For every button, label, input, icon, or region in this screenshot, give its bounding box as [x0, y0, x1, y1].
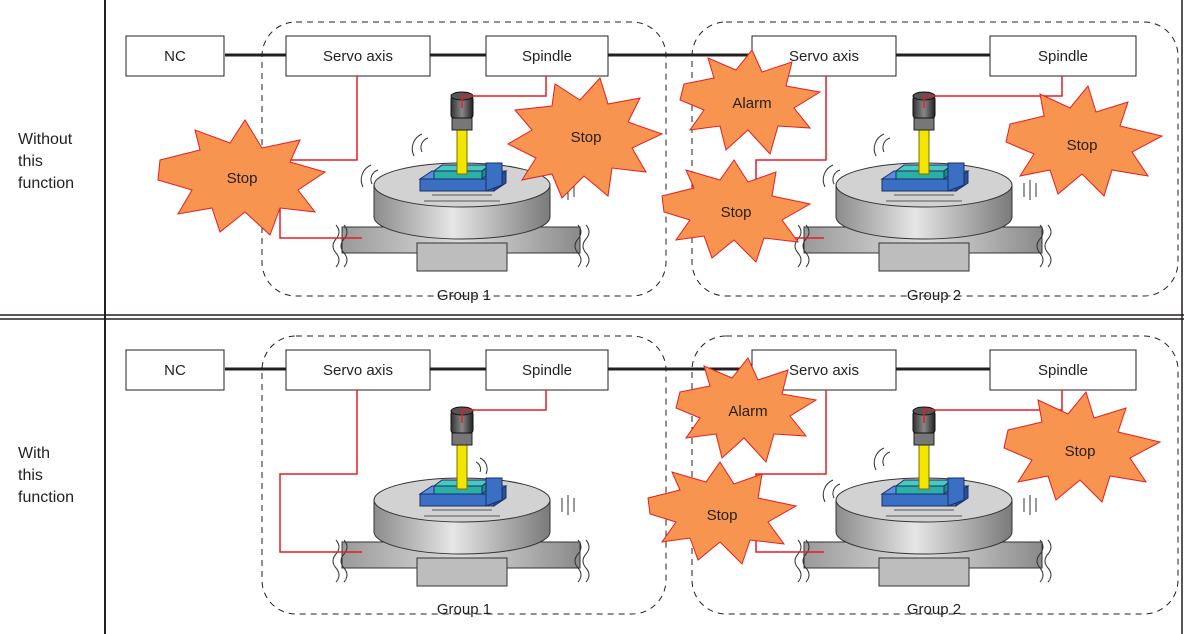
row-label-without-line1: Without — [18, 131, 73, 148]
group1-name: Group 1 — [437, 601, 491, 618]
group2-name: Group 2 — [907, 287, 961, 304]
g1-servo-label: Servo axis — [323, 48, 393, 65]
g1-servo-label: Servo axis — [323, 362, 393, 379]
burst-stop-label: Stop — [707, 507, 738, 524]
burst-stop-label: Stop — [1065, 443, 1096, 460]
burst-stop-g2-spindle: Stop — [1005, 84, 1164, 197]
burst-stop-label: Stop — [571, 129, 602, 146]
group2-outline — [691, 21, 1179, 297]
row-label-with-line1: With — [18, 445, 50, 462]
nc-label: NC — [164, 48, 186, 65]
g1-machine-icon — [332, 477, 590, 587]
g1-spindle-label: Spindle — [522, 48, 572, 65]
g1-servo-box: Servo axis — [285, 349, 431, 391]
red-wires — [279, 390, 1063, 553]
g2-spindle-box: Spindle — [989, 349, 1137, 391]
g2-spindle-label: Spindle — [1038, 362, 1088, 379]
row-label-with-line3: function — [18, 489, 74, 506]
group1-name: Group 1 — [437, 287, 491, 304]
g2-spindle-label: Spindle — [1038, 48, 1088, 65]
row-label-without-line3: function — [18, 175, 74, 192]
burst-stop-label: Stop — [227, 170, 258, 187]
row-label-without-line2: this — [18, 153, 43, 170]
group1-outline — [261, 335, 667, 615]
g1-spindle-label: Spindle — [522, 362, 572, 379]
burst-stop-label: Stop — [1067, 137, 1098, 154]
vibration-marks — [475, 447, 1037, 515]
row-label-with-line2: this — [18, 467, 43, 484]
row-without-function: NC Servo axis Spindle Servo axis Spindle — [125, 21, 1179, 304]
burst-stop-g2-spindle: Stop — [1003, 390, 1162, 503]
burst-stop-g1-spindle: Stop — [506, 77, 664, 199]
group1-outline — [261, 21, 667, 297]
burst-alarm-label: Alarm — [732, 95, 771, 112]
burst-stop-g2-servo: Stop — [647, 461, 798, 565]
group2-outline — [691, 335, 1179, 615]
nc-label: NC — [164, 362, 186, 379]
burst-alarm-g2-servo: Alarm — [675, 357, 818, 463]
g2-servo-label: Servo axis — [789, 362, 859, 379]
g2-servo-label: Servo axis — [789, 48, 859, 65]
nc-box: NC — [125, 35, 225, 77]
g1-servo-box: Servo axis — [285, 35, 431, 77]
nc-box: NC — [125, 349, 225, 391]
burst-stop-g2-servo: Stop — [661, 159, 812, 263]
row-with-function: NC Servo axis Spindle Servo axis Spindle — [125, 335, 1179, 618]
burst-stop-g1-servo: Stop — [157, 119, 327, 236]
g2-spindle-box: Spindle — [989, 35, 1137, 77]
burst-alarm-g2-servo: Alarm — [679, 49, 822, 155]
g1-spindle-box: Spindle — [485, 35, 609, 77]
burst-stop-label: Stop — [721, 204, 752, 221]
group2-name: Group 2 — [907, 601, 961, 618]
g2-servo-box: Servo axis — [751, 349, 897, 391]
burst-alarm-label: Alarm — [728, 403, 767, 420]
g1-spindle-box: Spindle — [485, 349, 609, 391]
